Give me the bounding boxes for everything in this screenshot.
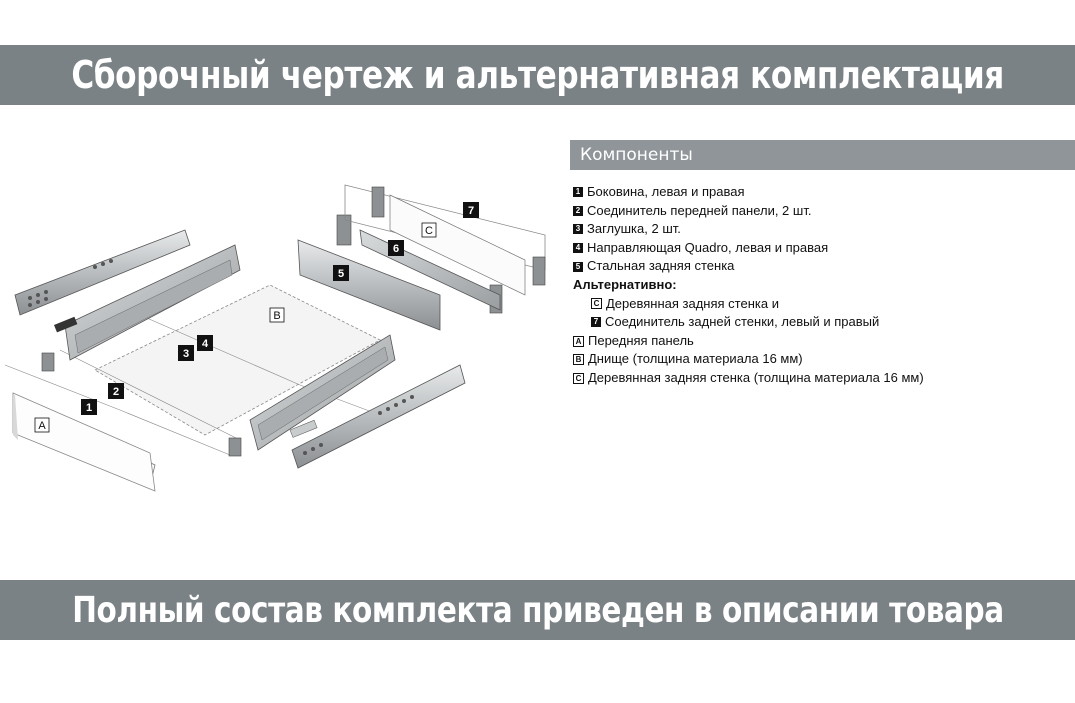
front-connector-right (228, 437, 242, 457)
legend-item-text: Альтернативно: (573, 276, 677, 292)
legend-item: 2 Соединитель передней панели, 2 шт. (573, 202, 1075, 221)
label-4-marker (197, 335, 213, 351)
legend-badge: C (573, 372, 584, 384)
legend-badge: A (573, 335, 584, 347)
legend-badge: 1 (573, 187, 583, 198)
label-6: 6 (393, 243, 399, 255)
legend-item: 3 Заглушка, 2 шт. (573, 220, 1075, 239)
label-2: 2 (113, 386, 119, 398)
bottom-panel-outline (94, 284, 381, 436)
label-c: C (425, 225, 433, 237)
legend-item: 7 Соединитель задней стенки, левый и прав… (573, 313, 1075, 332)
legend-item: C Деревянная задняя стенка (толщина матер… (573, 369, 1075, 388)
left-rail (14, 229, 191, 316)
label-3-marker (178, 345, 194, 361)
label-7-marker (463, 202, 479, 218)
legend-badge: 5 (573, 261, 583, 272)
legend-item-text: Деревянная задняя стенка и (606, 295, 779, 311)
legend-item-text: Направляющая Quadro, левая и правая (587, 239, 829, 255)
label-a: A (38, 420, 46, 432)
legend-item-text: Стальная задняя стенка (587, 258, 735, 274)
front-connector-left (41, 352, 55, 372)
legend-item: 5 Стальная задняя стенка (573, 257, 1075, 276)
legend-badge: C (591, 298, 602, 310)
bottom-banner-text: Полный состав комплекта приведен в описа… (71, 589, 1004, 631)
bottom-banner: Полный состав комплекта приведен в описа… (0, 580, 1075, 640)
legend-badge: 4 (573, 243, 583, 254)
label-4: 4 (202, 338, 209, 350)
label-3: 3 (183, 348, 189, 360)
legend-item: C Деревянная задняя стенка и (573, 295, 1075, 314)
label-1-marker (81, 399, 97, 415)
right-rail (291, 364, 466, 469)
label-b-box (269, 307, 285, 323)
label-6-marker (388, 240, 404, 256)
legend-item-text: Днище (толщина материала 16 мм) (588, 351, 803, 367)
label-a-box (34, 417, 50, 433)
right-rail-holes (303, 395, 414, 455)
label-1: 1 (86, 402, 92, 414)
legend-item: Альтернативно: (573, 276, 1075, 295)
legend-list: 1 Боковина, левая и правая 2 Соединитель пе… (570, 183, 1075, 388)
label-7: 7 (468, 205, 474, 217)
label-5: 5 (338, 268, 344, 280)
legend-item-text: Соединитель задней стенки, левый и правы… (605, 314, 880, 330)
label-2-marker (108, 383, 124, 399)
steel-back-wall (297, 239, 441, 331)
legend-item: 4 Направляющая Quadro, левая и правая (573, 239, 1075, 258)
label-b: B (273, 310, 280, 322)
legend-badge: 3 (573, 224, 583, 235)
legend-item-text: Боковина, левая и правая (587, 184, 745, 199)
legend-item-text: Соединитель передней панели, 2 шт. (587, 202, 812, 218)
label-5-marker (333, 265, 349, 281)
top-banner-text: Сборочный чертеж и альтернативная компле… (71, 53, 1004, 97)
label-c-box (421, 222, 437, 238)
legend-item: A Передняя панель (573, 332, 1075, 351)
assembly-diagram: 1 2 3 4 5 6 7 A B C (0, 135, 565, 535)
legend-badge: B (573, 354, 584, 366)
legend-item: B Днище (толщина материала 16 мм) (573, 350, 1075, 369)
legend-item: 1 Боковина, левая и правая (573, 183, 1075, 202)
legend-item-text: Деревянная задняя стенка (толщина матери… (588, 369, 924, 385)
top-banner: Сборочный чертеж и альтернативная компле… (0, 45, 1075, 105)
legend-badge: 2 (573, 205, 583, 216)
left-rail-holes (28, 259, 113, 307)
assembly-drawing: 1 2 3 4 5 6 7 A B C (4, 184, 546, 492)
legend-item-text: Передняя панель (588, 332, 694, 348)
legend-title: Компоненты (570, 140, 1075, 170)
legend-badge: 7 (591, 317, 601, 328)
legend-item-text: Заглушка, 2 шт. (587, 221, 681, 237)
